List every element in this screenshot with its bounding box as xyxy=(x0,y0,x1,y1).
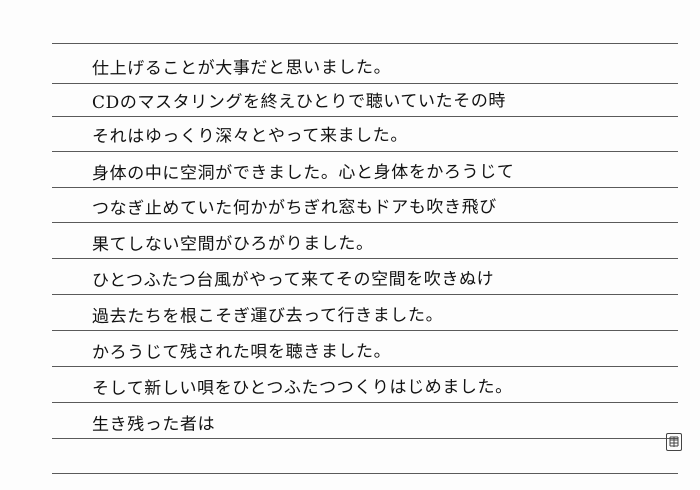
ruled-line xyxy=(52,187,678,188)
text-line-11: 生き残った者は xyxy=(91,414,216,435)
hanko-stamp-icon xyxy=(666,433,682,451)
text-line-6: 果てしない空間がひろがりました。 xyxy=(91,233,374,255)
ruled-line xyxy=(52,366,678,367)
text-line-7: ひとつふたつ台風がやって来てその空間を吹きぬけ xyxy=(91,269,495,291)
text-line-9: かろうじて残された唄を聴きました。 xyxy=(91,341,392,363)
ruled-line xyxy=(52,473,678,474)
text-line-10: そして新しい唄をひとつふたつつくりはじめました。 xyxy=(91,377,513,399)
ruled-line xyxy=(52,222,678,223)
text-line-5: つなぎ止めていた何かがちぎれ窓もドアも吹き飛び xyxy=(91,197,497,219)
text-line-8: 過去たちを根こそぎ運び去って行きました。 xyxy=(91,305,444,327)
ruled-line xyxy=(52,258,678,259)
text-line-2: CDのマスタリングを終えひとりで聴いていたその時 xyxy=(91,91,507,113)
text-line-4: 身体の中に空洞ができました。心と身体をかろうじて xyxy=(91,162,515,184)
ruled-line xyxy=(52,402,678,403)
ruled-line xyxy=(52,294,678,295)
ruled-line xyxy=(52,151,678,152)
ruled-line xyxy=(52,43,678,44)
ruled-line xyxy=(52,116,678,117)
ruled-line xyxy=(52,438,678,439)
text-line-3: それはゆっくり深々とやって来ました。 xyxy=(91,125,408,147)
text-line-1: 仕上げることが大事だと思いました。 xyxy=(91,57,392,79)
ruled-line xyxy=(52,330,678,331)
ruled-line xyxy=(52,83,678,84)
